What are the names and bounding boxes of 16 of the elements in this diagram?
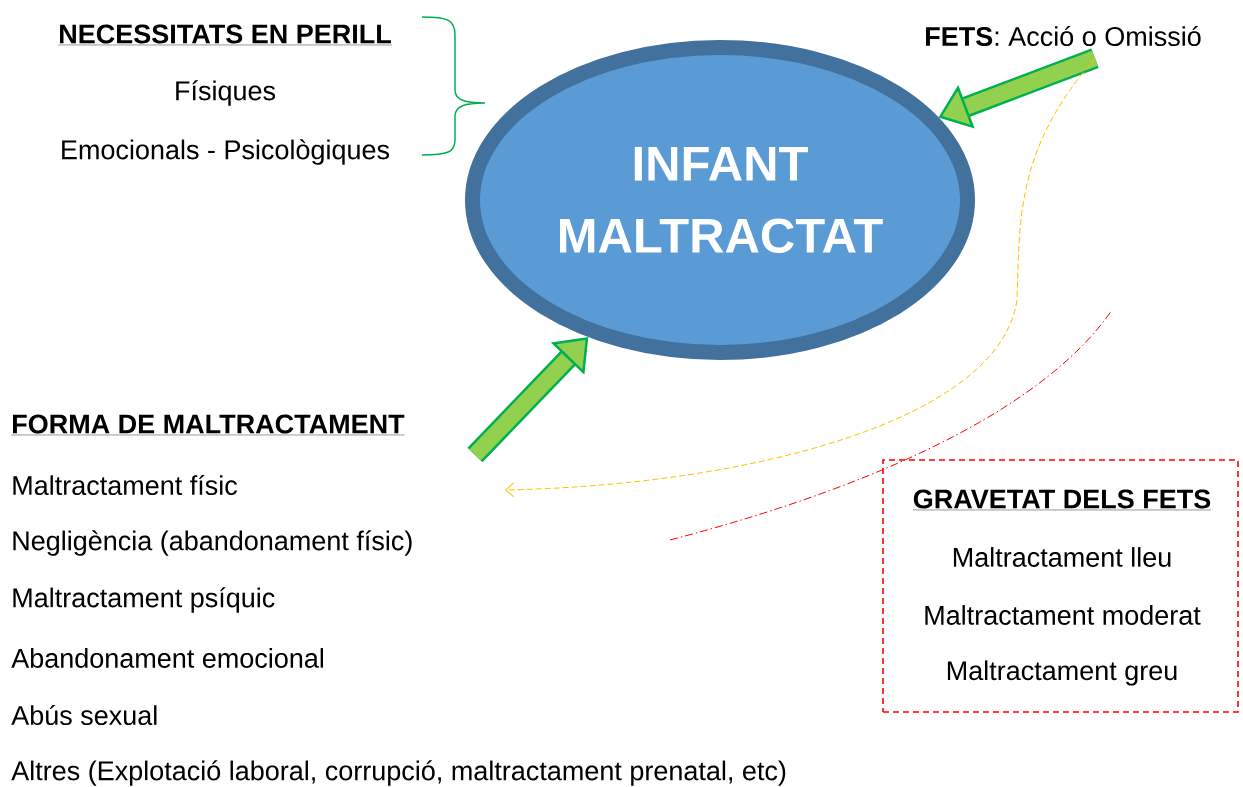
heading: FORMA DE MALTRACTAMENT [11, 414, 405, 436]
text-label: NECESSITATS EN PERILL [58, 24, 392, 46]
list-item: Maltractament moderat [925, 605, 1201, 625]
arrow [505, 57, 1096, 498]
list-item: Maltractament greu [947, 660, 1177, 686]
heading: GRAVETAT DELS FETS [912, 489, 1212, 511]
text-label: Físiques [176, 80, 276, 106]
list-item: Negligència (abandonament físic) [13, 530, 412, 556]
arrow [467, 337, 589, 463]
list-item: Altres (Explotació laboral, corrupció, maltractament prenatal, etc) [11, 760, 786, 786]
list-item: Maltractament psíquic [13, 587, 275, 613]
list-item: Abandonament emocional [11, 648, 324, 668]
list-item: Maltractament físic [13, 474, 238, 496]
list-item: Abús sexual [11, 704, 157, 726]
text-label: Emocionals - Psicològiques [62, 139, 390, 165]
list-item: Maltractament lleu [953, 547, 1171, 567]
